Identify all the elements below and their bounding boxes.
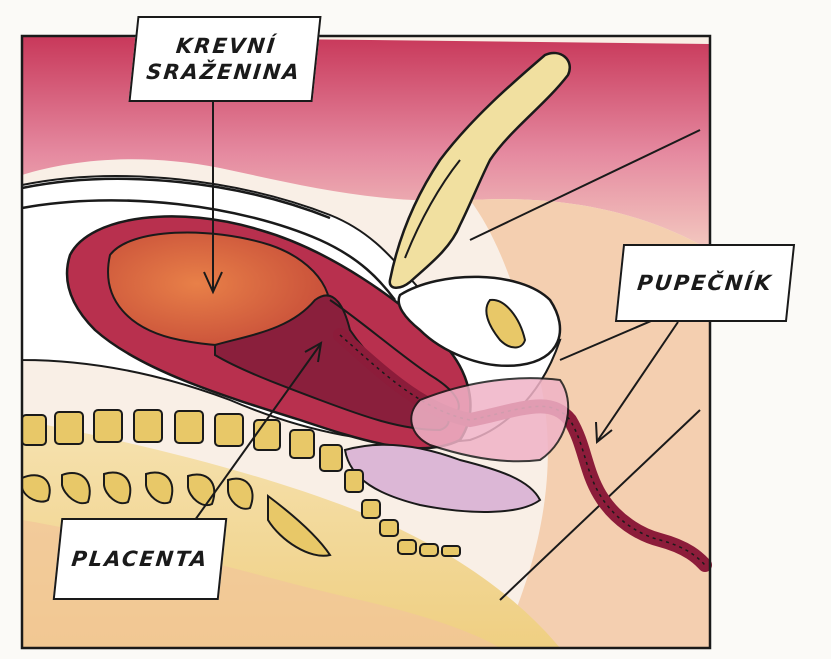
umbilical-cord-label-text: PUPEČNÍK	[636, 270, 774, 296]
blood-clot-label-line1: KREVNÍ	[175, 33, 278, 59]
blood-clot-label-line2: SRAŽENINA	[145, 59, 302, 85]
placenta-label: PLACENTA	[53, 518, 228, 600]
umbilical-cord-label: PUPEČNÍK	[615, 244, 795, 322]
blood-clot-label: KREVNÍ SRAŽENINA	[128, 16, 321, 102]
placenta-label-text: PLACENTA	[70, 546, 209, 572]
